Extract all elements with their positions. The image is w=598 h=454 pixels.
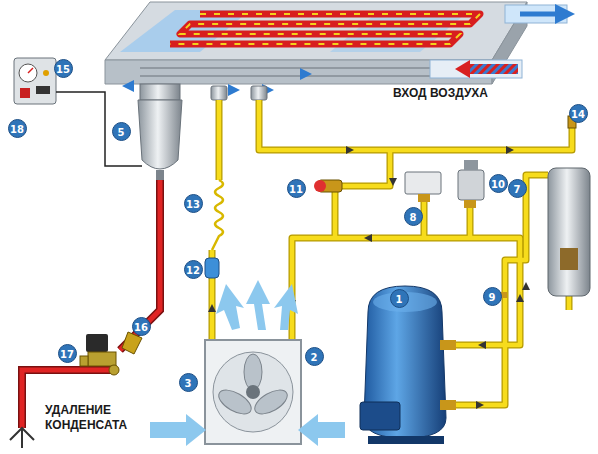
- callout-number: 1: [390, 289, 409, 308]
- flow-label: УДАЛЕНИЕ КОНДЕНСАТА: [45, 403, 140, 433]
- callout-number: 18: [8, 119, 27, 138]
- callout-number: 14: [569, 104, 588, 123]
- callout-number: 10: [489, 174, 508, 193]
- callout-number: 5: [112, 122, 131, 141]
- callout-number: 7: [508, 179, 527, 198]
- callout-number: 13: [184, 194, 203, 213]
- callout-number: 16: [132, 317, 151, 336]
- callout-number: 12: [184, 260, 203, 279]
- callout-number: 9: [483, 287, 502, 306]
- callout-number: 17: [58, 344, 77, 363]
- callout-number: 15: [54, 59, 73, 78]
- flow-label: ВХОД ВОЗДУХА: [393, 86, 533, 101]
- callout-number: 8: [404, 207, 423, 226]
- callout-number: 3: [179, 373, 198, 392]
- callout-number: 11: [287, 179, 306, 198]
- callout-number: 2: [305, 347, 324, 366]
